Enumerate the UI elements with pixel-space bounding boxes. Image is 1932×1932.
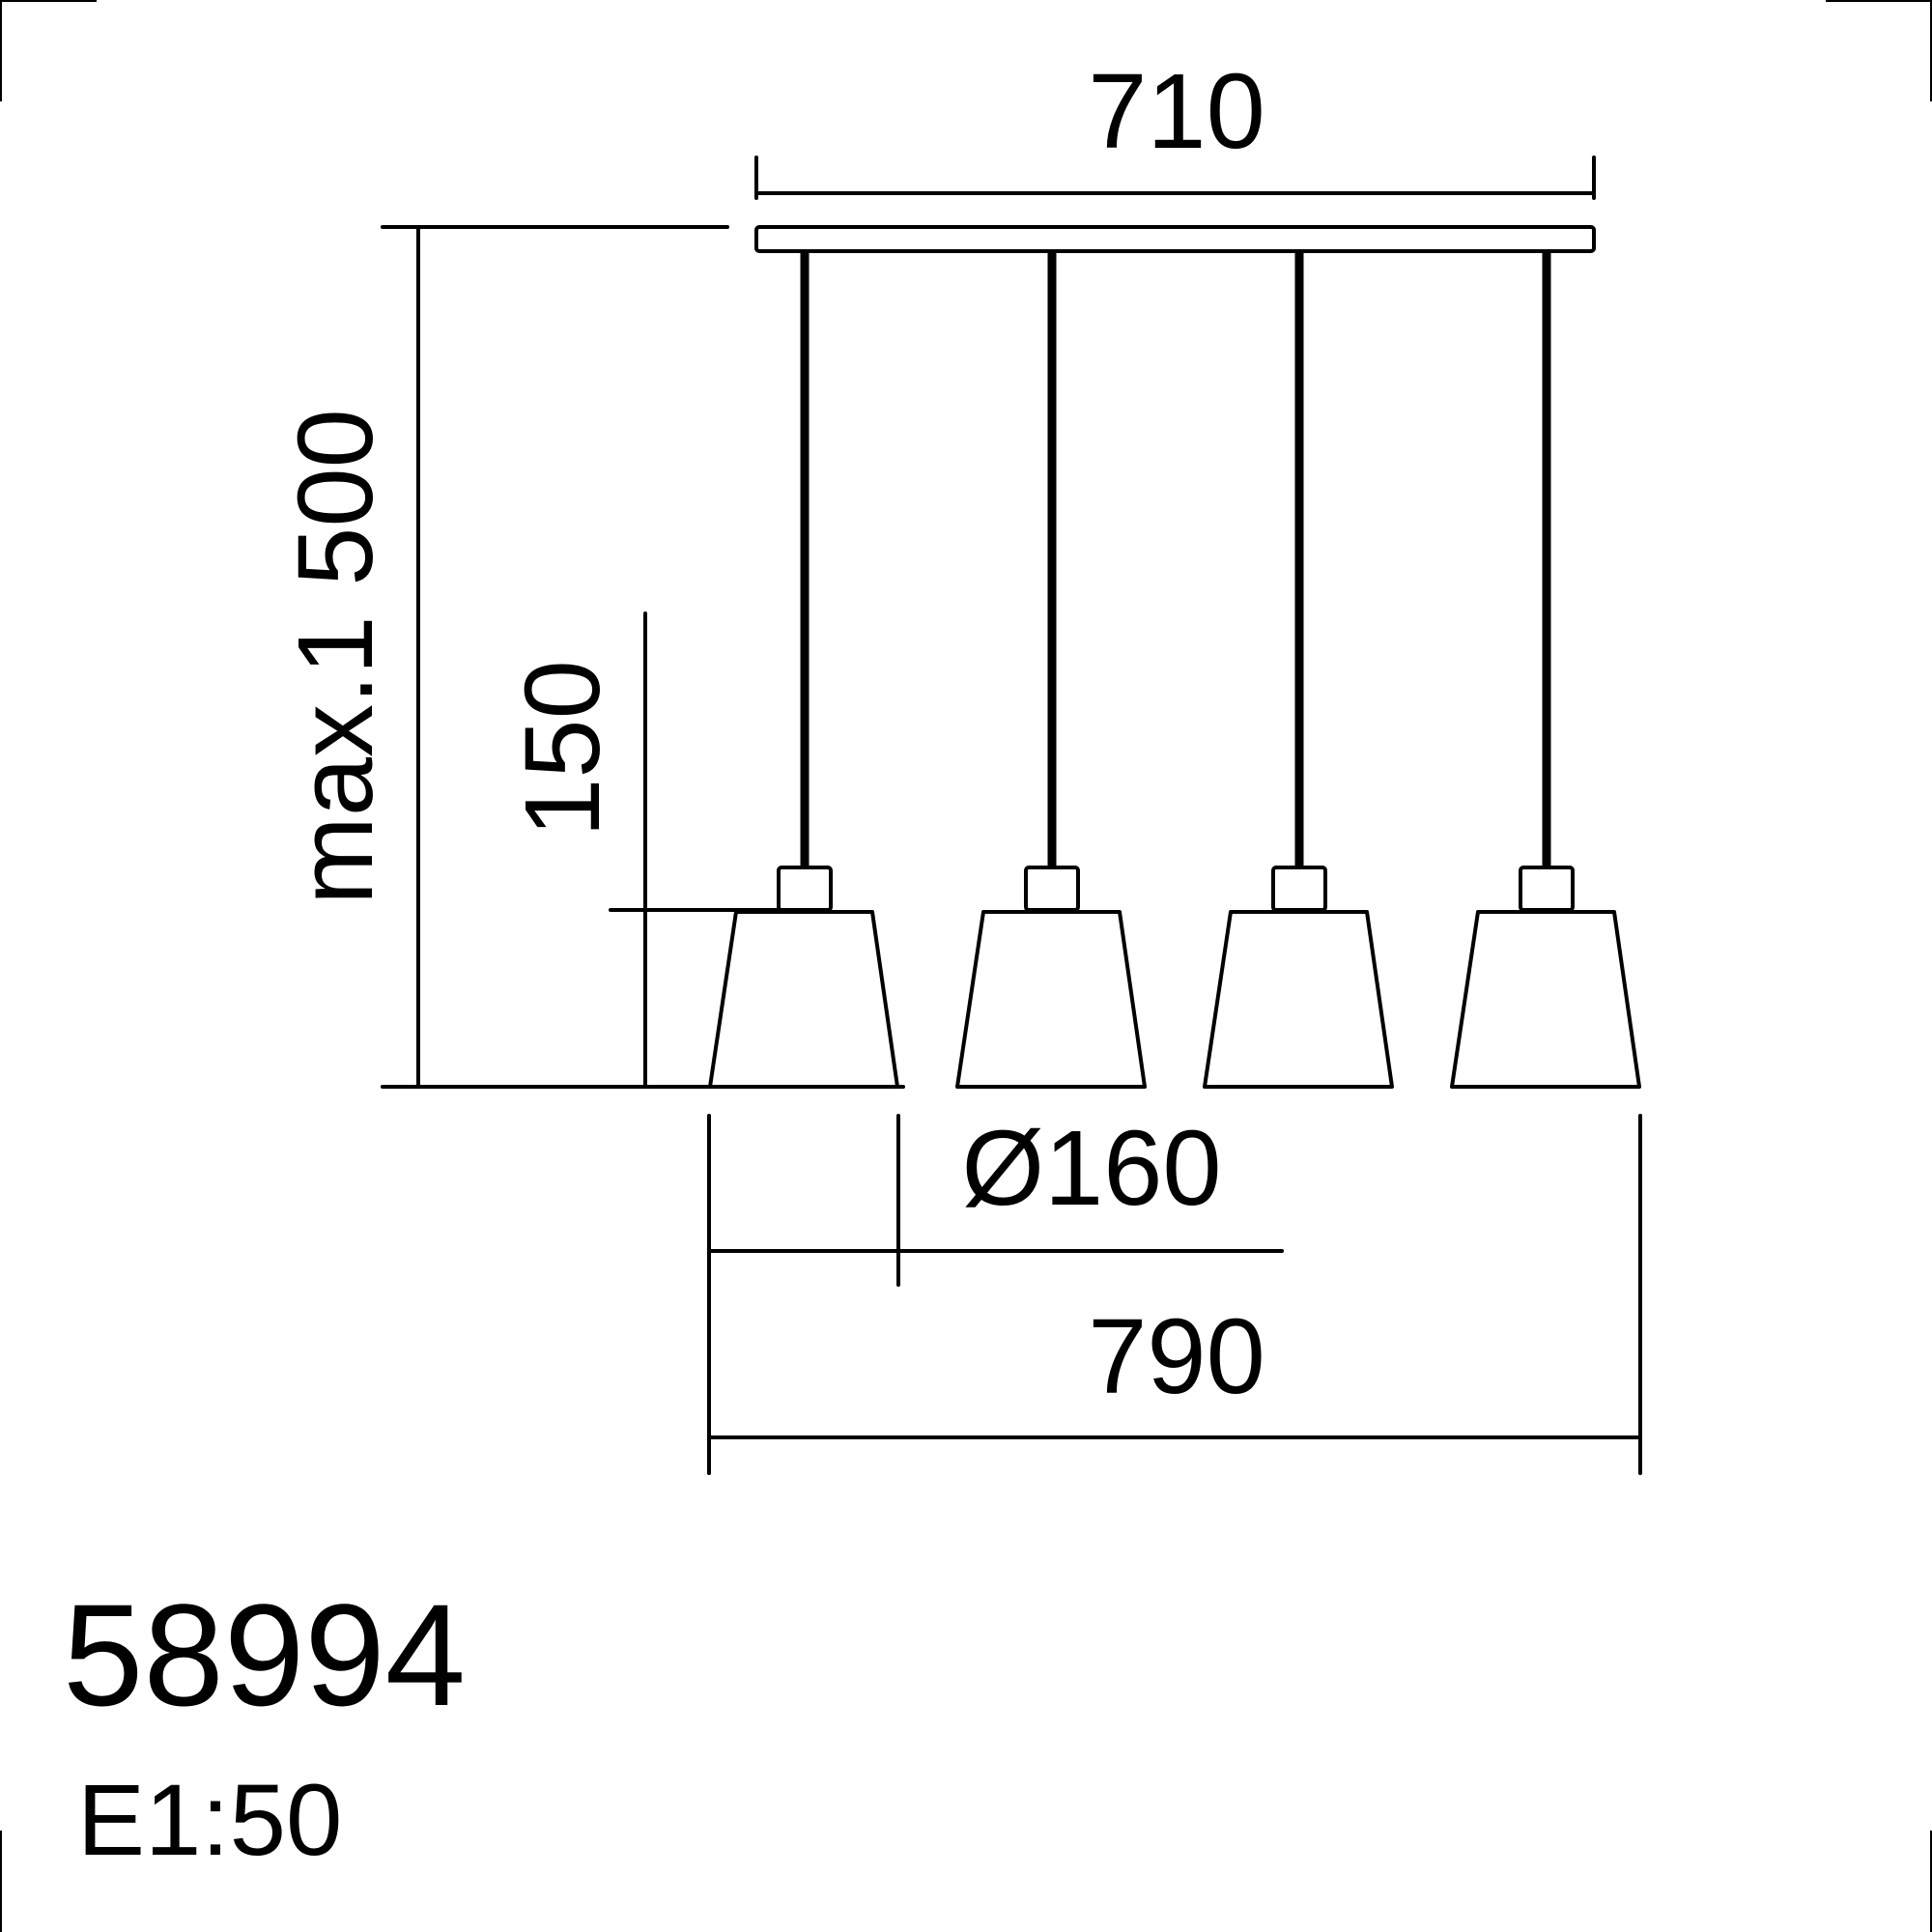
lamp-shade-3 [1203, 866, 1394, 1089]
overall-width-label: 790 [1088, 1297, 1265, 1416]
shade-height-label: 150 [503, 660, 622, 838]
top-width-dimension: 710 [754, 52, 1596, 200]
overall-height-dimension: max.1 500 [276, 225, 905, 1089]
product-number: 58994 [63, 1574, 466, 1736]
overall-height-label: max.1 500 [276, 409, 395, 905]
top-width-label: 710 [1088, 52, 1265, 171]
ceiling-canopy [754, 225, 1596, 253]
lamp-shade-4 [1450, 866, 1641, 1089]
drawing-scale: E1:50 [77, 1764, 342, 1877]
lamp-shade-2 [955, 866, 1147, 1089]
shade-diameter-dimension: Ø160 [707, 1109, 1284, 1287]
lamp-shade-1 [708, 866, 899, 1089]
suspension-cables [800, 251, 1551, 869]
shade-height-dimension: 150 [503, 611, 780, 1089]
shade-diameter-label: Ø160 [961, 1109, 1221, 1228]
overall-width-dimension: 790 [707, 1114, 1642, 1475]
